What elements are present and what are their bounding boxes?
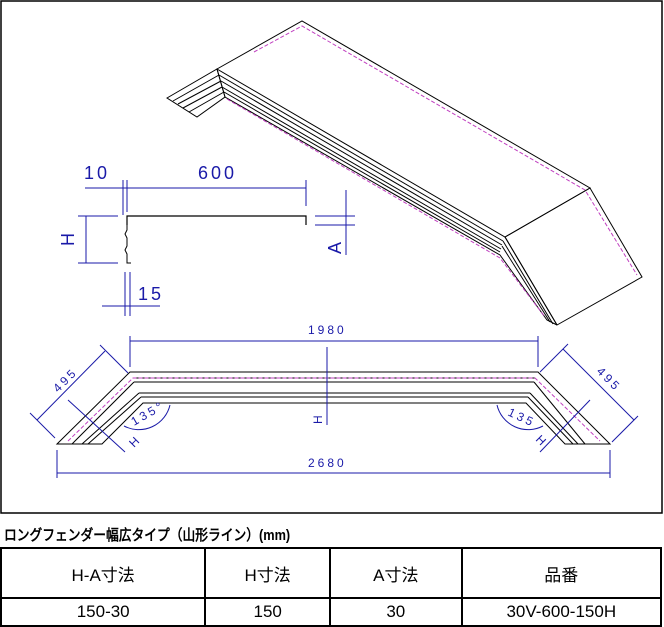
dim-H-right: H (533, 432, 551, 450)
cell-h: 150 (204, 597, 331, 627)
dim-15: 15 (138, 284, 164, 304)
cell-part-number: 30V-600-150H (460, 597, 663, 627)
dim-H-left: H (126, 432, 144, 450)
header-part-number: 品番 (460, 547, 663, 599)
spec-table: H-A寸法 H寸法 A寸法 品番 150-30 150 30 30V-600-1… (0, 547, 663, 627)
dim-H: H (58, 230, 78, 246)
table-title: ロングフェンダー幅広タイプ（山形ライン）(mm) (4, 527, 291, 544)
dim-A: A (325, 239, 345, 254)
plan-view: 1980 2680 495 495 135° 135 H H H (29, 323, 639, 478)
angle-right: 135 (506, 405, 538, 430)
profile-view: 10 600 15 H A (58, 163, 355, 316)
dim-2680: 2680 (308, 456, 347, 470)
table-row: 150-30 150 30 30V-600-150H (0, 597, 663, 627)
technical-drawing: 10 600 15 H A 1980 2680 (0, 0, 663, 514)
dim-1980: 1980 (308, 323, 347, 337)
dim-H-center: H (311, 412, 325, 424)
cell-ha: 150-30 (0, 597, 207, 627)
isometric-view (166, 20, 643, 326)
table-header-row: H-A寸法 H寸法 A寸法 品番 (0, 547, 663, 599)
drawing-frame (0, 0, 663, 514)
dim-10: 10 (84, 163, 110, 183)
header-h: H寸法 (204, 547, 331, 599)
dim-495-right: 495 (594, 364, 624, 394)
header-a: A寸法 (329, 547, 463, 599)
dim-600: 600 (198, 163, 237, 183)
cell-a: 30 (329, 597, 463, 627)
header-ha: H-A寸法 (0, 547, 207, 599)
